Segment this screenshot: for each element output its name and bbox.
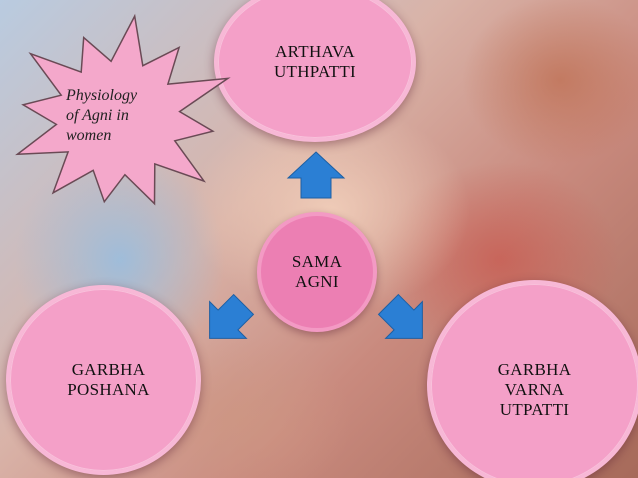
- arrow-down-left-icon: [209, 293, 255, 339]
- node-label: GARBHA VARNA UTPATTI: [497, 360, 572, 419]
- node-label: GARBHA POSHANA: [67, 360, 150, 399]
- node-arthava-uthpatti: ARTHAVA UTHPATTI: [214, 0, 416, 142]
- node-label: SAMA AGNI: [291, 252, 343, 291]
- arrow-down-right-icon: [377, 293, 423, 339]
- node-sama-agni: SAMA AGNI: [257, 212, 377, 332]
- starburst-icon: [15, 13, 231, 206]
- arrow-up-icon: [286, 151, 346, 199]
- node-garbha-poshana: GARBHA POSHANA: [6, 285, 201, 475]
- callout-text: Physiology of Agni in women: [66, 87, 138, 144]
- node-garbha-varna-utpatti: GARBHA VARNA UTPATTI: [427, 280, 638, 478]
- node-label: ARTHAVA UTHPATTI: [273, 42, 357, 81]
